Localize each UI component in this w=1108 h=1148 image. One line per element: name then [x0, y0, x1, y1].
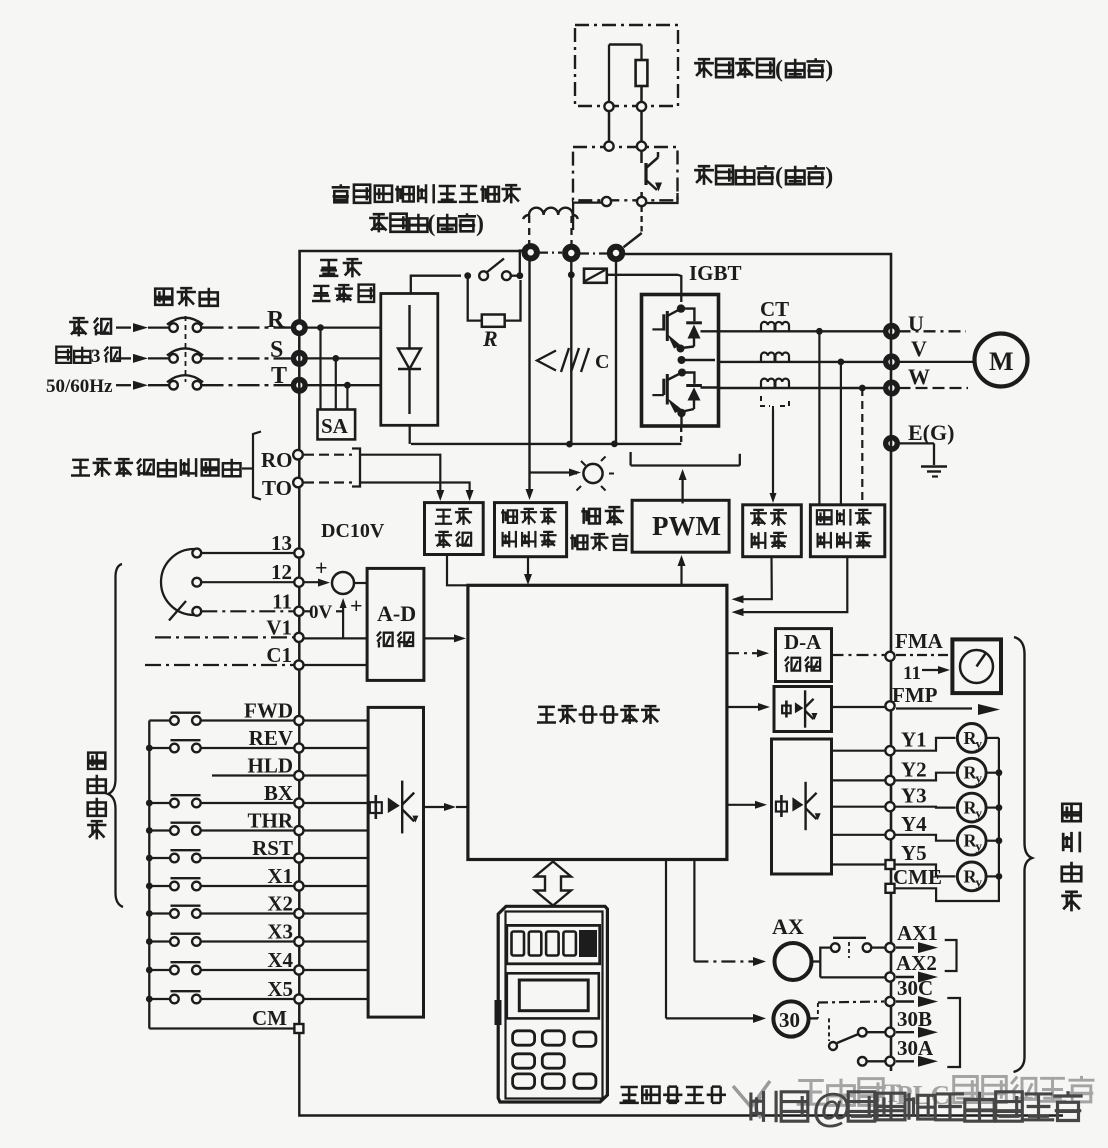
svg-text:C: C: [595, 351, 609, 373]
svg-text:W: W: [908, 364, 930, 389]
svg-text:M: M: [989, 347, 1014, 376]
svg-text:y: y: [976, 839, 983, 854]
svg-text:Y5: Y5: [901, 841, 927, 865]
svg-text:X3: X3: [267, 920, 293, 944]
svg-text:X5: X5: [267, 977, 293, 1001]
svg-text:y: y: [976, 736, 983, 751]
svg-text:y: y: [976, 806, 983, 821]
svg-text:X4: X4: [267, 948, 293, 972]
svg-text:13: 13: [271, 531, 292, 555]
svg-text:R: R: [964, 763, 978, 783]
svg-text:0V: 0V: [309, 602, 333, 623]
svg-text:HLD: HLD: [247, 754, 293, 778]
svg-text:DC10V: DC10V: [321, 520, 385, 542]
svg-text:Y3: Y3: [901, 784, 927, 808]
svg-text:+: +: [315, 555, 328, 580]
svg-text:U: U: [908, 311, 924, 336]
svg-text:THR: THR: [247, 809, 293, 833]
svg-text:BX: BX: [264, 781, 293, 805]
svg-text:11: 11: [272, 589, 292, 613]
svg-text:Y2: Y2: [901, 757, 927, 781]
svg-text:X2: X2: [267, 892, 293, 916]
svg-text:(: (: [427, 211, 435, 237]
svg-text:30A: 30A: [897, 1036, 934, 1060]
svg-text:12: 12: [271, 560, 292, 584]
svg-text:FWD: FWD: [244, 699, 293, 723]
svg-text:): ): [476, 211, 484, 237]
svg-text:CME: CME: [893, 865, 942, 889]
svg-text:50/60Hz: 50/60Hz: [46, 376, 113, 397]
svg-text:V: V: [911, 336, 927, 361]
svg-text:AX: AX: [772, 914, 804, 939]
svg-text:C1: C1: [266, 643, 292, 667]
svg-text:FMP: FMP: [892, 683, 938, 707]
svg-text:A-D: A-D: [377, 601, 416, 626]
svg-text:@: @: [812, 1086, 851, 1130]
svg-text:3: 3: [91, 346, 101, 367]
svg-text:E(G): E(G): [908, 420, 954, 445]
svg-text:D-A: D-A: [784, 630, 822, 654]
svg-text:30B: 30B: [897, 1007, 932, 1031]
svg-text:R: R: [964, 831, 978, 851]
svg-text:Y1: Y1: [901, 728, 927, 752]
svg-text:SA: SA: [321, 414, 349, 438]
svg-text:CT: CT: [760, 297, 789, 321]
svg-text:RO: RO: [261, 448, 293, 472]
svg-text:+: +: [350, 593, 363, 618]
svg-text:30C: 30C: [897, 976, 933, 1000]
svg-text:R: R: [267, 307, 285, 333]
svg-text:R: R: [482, 326, 498, 351]
svg-text:(: (: [775, 163, 783, 189]
svg-text:R: R: [964, 728, 978, 748]
svg-text:T: T: [271, 363, 287, 389]
svg-text:(: (: [775, 56, 783, 82]
svg-text:IGBT: IGBT: [689, 261, 742, 285]
svg-text:): ): [825, 163, 833, 189]
svg-text:V1: V1: [266, 615, 292, 639]
svg-text:S: S: [270, 337, 283, 363]
svg-text:FMA: FMA: [895, 629, 944, 653]
svg-text:AX2: AX2: [896, 951, 937, 975]
svg-text:Y4: Y4: [901, 812, 927, 836]
svg-text:TO: TO: [262, 476, 292, 500]
svg-text:): ): [825, 56, 833, 82]
svg-text:RST: RST: [252, 836, 293, 860]
svg-text:X1: X1: [267, 864, 293, 888]
svg-text:11: 11: [903, 663, 921, 684]
svg-text:R: R: [964, 866, 978, 886]
svg-text:y: y: [976, 874, 983, 889]
svg-text:REV: REV: [249, 726, 293, 750]
svg-text:y: y: [976, 771, 983, 786]
svg-text:R: R: [964, 798, 978, 818]
svg-text:AX1: AX1: [897, 921, 938, 945]
svg-text:PWM: PWM: [652, 511, 721, 541]
svg-text:CM: CM: [252, 1006, 287, 1030]
svg-text:30: 30: [779, 1008, 800, 1032]
